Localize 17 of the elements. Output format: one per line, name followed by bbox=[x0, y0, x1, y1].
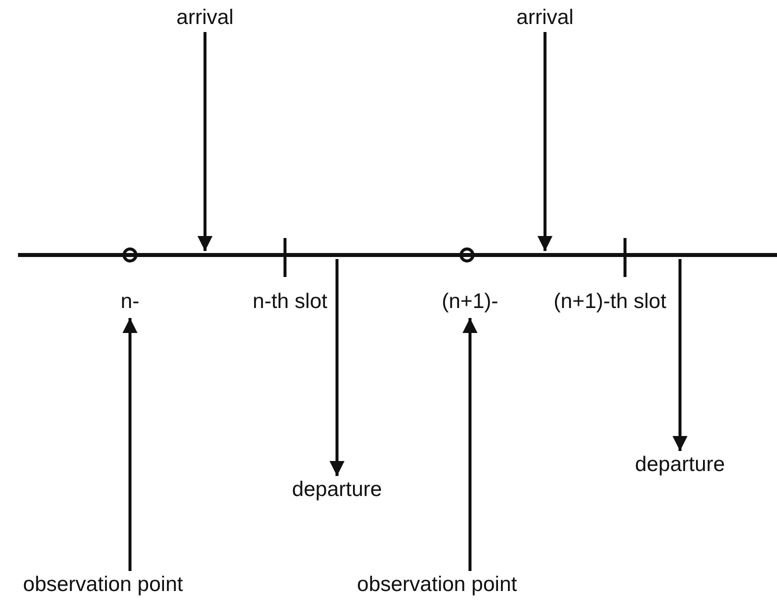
arrow bbox=[330, 259, 344, 476]
text-label: arrival bbox=[176, 6, 234, 30]
text-label: observation point bbox=[23, 573, 183, 597]
slot-label: (n+1)-th slot bbox=[554, 290, 666, 314]
slot-label: n-th slot bbox=[252, 290, 328, 314]
text-label: n- bbox=[120, 290, 140, 314]
text-label: departure bbox=[292, 478, 382, 502]
text-label: departure bbox=[635, 453, 725, 477]
text-label: (n+1)- bbox=[442, 290, 498, 314]
arrow bbox=[672, 259, 688, 451]
arrow bbox=[122, 318, 138, 571]
arrow bbox=[198, 32, 212, 251]
arrow bbox=[462, 318, 478, 571]
arrow bbox=[538, 32, 552, 251]
text-label: arrival bbox=[516, 6, 574, 30]
text-label: observation point bbox=[357, 573, 517, 597]
timeline bbox=[18, 253, 777, 257]
